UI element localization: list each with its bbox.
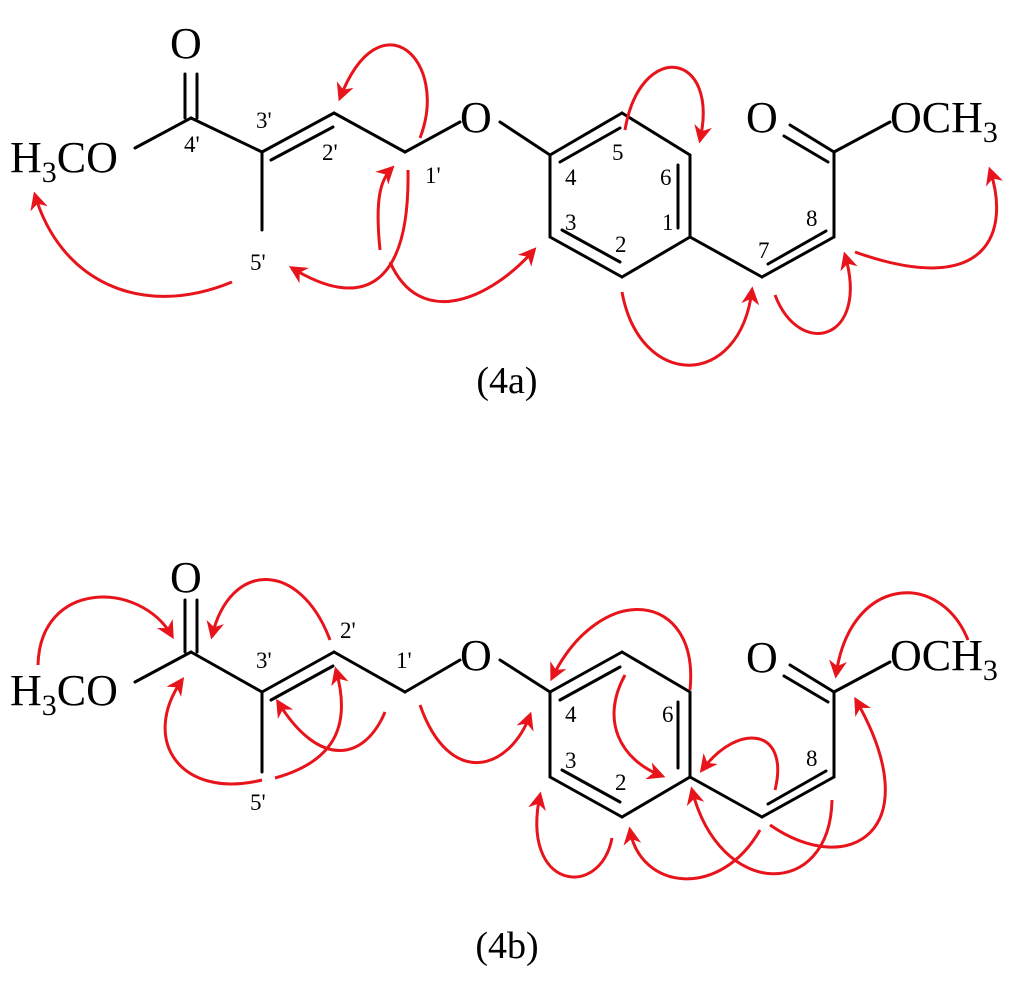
arrow-h2p-to-c4p — [206, 578, 332, 641]
bonds-4b — [133, 598, 892, 819]
methoxy-right-subscript: 3 — [983, 116, 998, 149]
arrow-h5-to-h6 — [623, 65, 712, 144]
methoxy-group-right-b: OCH3 — [890, 631, 998, 687]
structure-4b: O O H3CO O OCH3 3' 2' 1' 5' 4 6 3 2 8 — [10, 553, 998, 967]
label-c3-b: 3 — [565, 748, 577, 773]
carbonyl-oxygen-right-b: O — [746, 633, 778, 682]
hmbc-arrows-4a — [30, 43, 1004, 367]
atom-labels-4b: O O H3CO O OCH3 — [10, 553, 998, 722]
methoxy-right-och-b: OCH — [890, 631, 983, 680]
methoxy-left-h: H — [10, 133, 42, 182]
arrow-h8-to-c1 — [686, 786, 834, 876]
arrow-h1p-to-c3 — [388, 247, 537, 304]
structure-4a: O O H3CO O OCH3 3' 4' 2' 1' 5' 4 5 6 3 2… — [10, 19, 1004, 402]
arrow-h7-to-carbonyl — [769, 696, 887, 849]
label-c4: 4 — [565, 165, 577, 190]
label-c1p: 1' — [425, 163, 441, 188]
arrow-h5-to-c1 — [612, 674, 666, 780]
arrow-h1p-to-c2p — [336, 43, 429, 139]
label-c8: 8 — [806, 206, 818, 231]
carbonyl-oxygen-b: O — [170, 553, 202, 602]
arrow-h7-to-c1-near — [699, 736, 780, 791]
methoxy-left-co: CO — [57, 133, 118, 182]
label-c1p-b: 1' — [396, 648, 412, 673]
ether-oxygen-b: O — [460, 631, 492, 680]
bonds-4a — [133, 72, 892, 279]
arrow-h5p-to-c1p — [375, 165, 395, 251]
label-c3: 3 — [565, 210, 577, 235]
methoxy-left-h-b: H — [10, 666, 42, 715]
label-c8-b: 8 — [806, 746, 818, 771]
label-c7: 7 — [758, 238, 770, 263]
ether-oxygen: O — [460, 93, 492, 142]
methoxy-left-subscript: 3 — [42, 156, 57, 189]
arrow-h5p-to-c2p — [274, 666, 349, 780]
label-c2p: 2' — [322, 140, 338, 165]
arrow-h8-to-methoxy — [854, 166, 1004, 270]
arrow-h1p-to-c5p — [288, 169, 410, 290]
arrow-h5p-to-methoxy — [30, 191, 233, 298]
label-c5: 5 — [612, 140, 624, 165]
methoxy-left-co-b: CO — [57, 666, 118, 715]
arrow-h5p-to-c4p — [163, 677, 263, 786]
label-c6: 6 — [660, 165, 672, 190]
label-c2-b: 2 — [615, 770, 627, 795]
label-c4p: 4' — [184, 132, 200, 157]
arrow-methoxy-to-carbonyl — [829, 591, 970, 679]
label-c4-b: 4 — [565, 702, 577, 727]
arrow-h7-to-h8 — [773, 251, 858, 335]
arrow-h2-to-c3 — [528, 791, 614, 879]
label-c5p-b: 5' — [250, 790, 266, 815]
hmbc-arrows-4b — [36, 578, 970, 881]
methoxy-group-left-b: H3CO — [10, 666, 118, 722]
caption-4a: (4a) — [476, 360, 537, 402]
atom-labels-4a: O O H3CO O OCH3 — [10, 19, 998, 189]
label-c1: 1 — [662, 210, 674, 235]
methoxy-right-subscript-b: 3 — [983, 654, 998, 687]
label-c3p-b: 3' — [256, 648, 272, 673]
label-c2p-b: 2' — [340, 618, 356, 643]
arrow-h7-to-c2 — [623, 826, 762, 881]
label-c6-b: 6 — [662, 702, 674, 727]
methoxy-right-och: OCH — [890, 93, 983, 142]
label-c5p: 5' — [250, 250, 266, 275]
arrow-h2-to-h7 — [620, 286, 760, 367]
arrow-methoxy-to-c4p — [36, 595, 174, 666]
carbon-numbering-4b: 3' 2' 1' 5' 4 6 3 2 8 — [250, 618, 818, 815]
arrow-h1p-to-c3p — [276, 698, 387, 752]
methoxy-group-left: H3CO — [10, 133, 118, 189]
carbonyl-oxygen: O — [170, 19, 202, 68]
label-c3p: 3' — [256, 108, 272, 133]
label-c2: 2 — [615, 232, 627, 257]
carbon-numbering-4a: 3' 4' 2' 1' 5' 4 5 6 3 2 1 7 8 — [184, 108, 818, 275]
carbonyl-oxygen-right: O — [746, 93, 778, 142]
arrow-h6-to-c4 — [550, 608, 693, 691]
caption-4b: (4b) — [475, 925, 538, 967]
methoxy-group-right: OCH3 — [890, 93, 998, 149]
arrow-h1p-to-c4 — [418, 704, 534, 765]
methoxy-left-subscript-b: 3 — [42, 689, 57, 722]
